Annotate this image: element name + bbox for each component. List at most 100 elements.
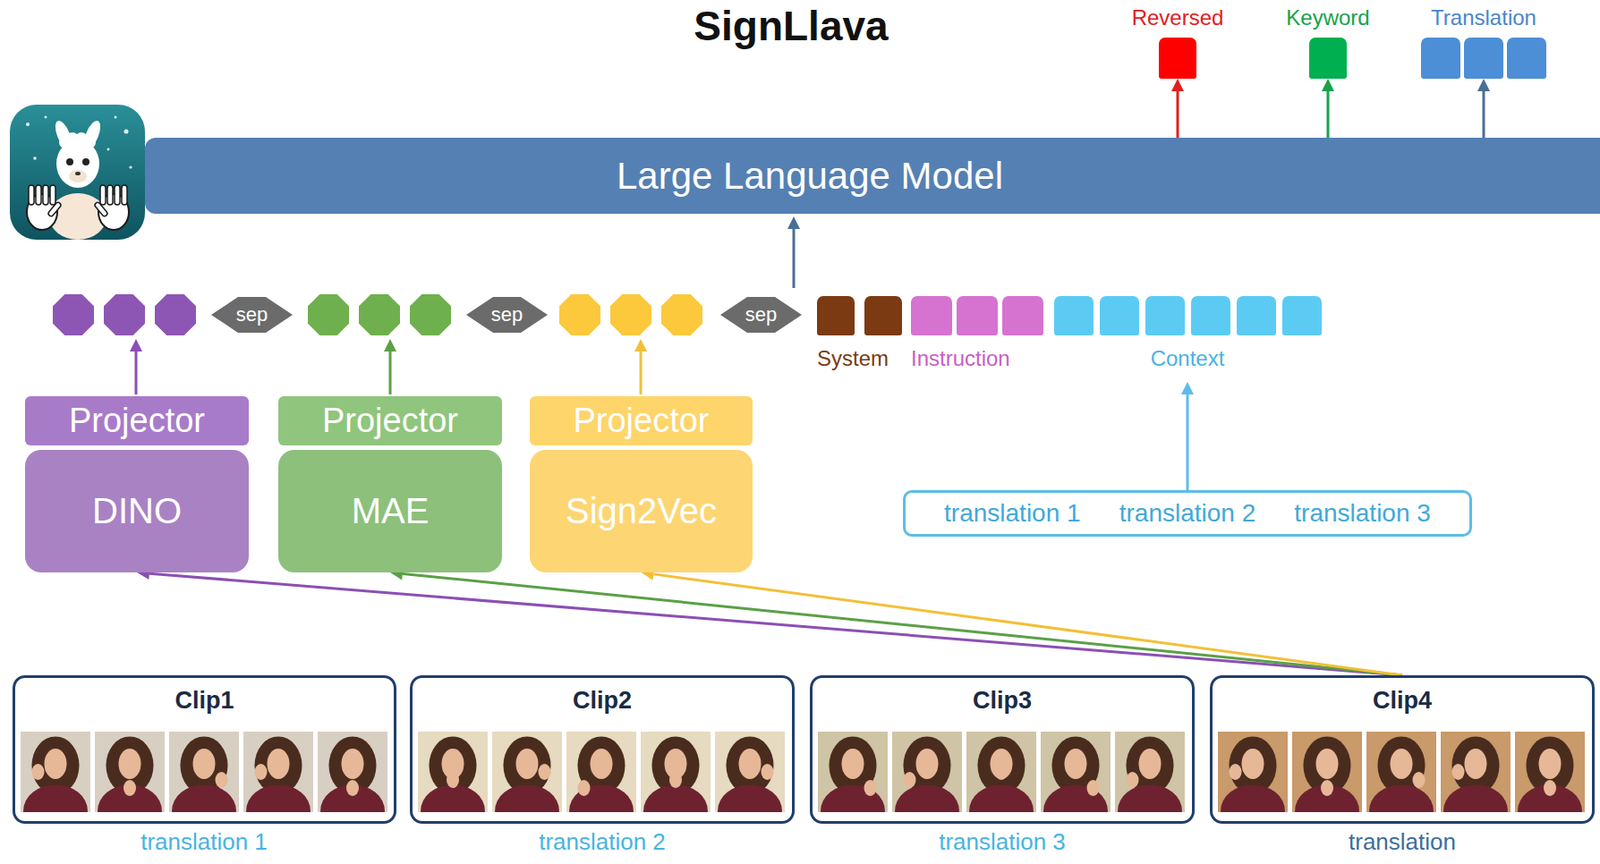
video-frame	[417, 731, 488, 813]
clip-title: Clip2	[572, 687, 632, 715]
output-square	[1421, 37, 1461, 79]
token-group-label: System	[817, 346, 889, 372]
separator-label: sep	[236, 303, 268, 327]
video-frame	[1366, 731, 1437, 813]
llm-band: Large Language Model	[144, 137, 1600, 214]
video-frame	[1292, 731, 1362, 813]
video-frame	[1114, 731, 1185, 813]
prompt-token	[910, 296, 953, 336]
output-token: Keyword	[1274, 5, 1382, 79]
video-clip: Clip1	[12, 675, 397, 825]
connector-line	[653, 574, 1403, 676]
video-frame	[243, 731, 314, 813]
arrow-head	[1321, 78, 1335, 92]
clip-title: Clip4	[1372, 687, 1432, 715]
logo-sparkle	[114, 116, 118, 120]
clip-translation: translation	[1348, 828, 1456, 857]
arrow-head	[1477, 78, 1490, 92]
projector-arrow-head	[129, 339, 143, 352]
prompt-token	[1054, 296, 1094, 336]
video-frame	[966, 731, 1037, 813]
output-square	[1506, 37, 1547, 79]
separator-label: sep	[745, 303, 777, 327]
separator-token: sep	[211, 297, 293, 333]
video-frame	[1440, 731, 1511, 813]
projector-arrow-line	[639, 351, 643, 395]
logo-sparkle	[44, 116, 48, 120]
feature-token	[154, 294, 196, 336]
video-frame	[169, 731, 239, 813]
video-frame	[20, 731, 91, 813]
feature-token	[559, 294, 601, 336]
context-box: translation 1translation 2translation 3	[902, 490, 1473, 537]
video-frame	[94, 731, 165, 813]
encoder-box: DINO	[25, 450, 249, 573]
prompt-tokens: Instruction	[910, 296, 1046, 375]
clip-translation: translation 3	[938, 828, 1066, 857]
llama-snout	[68, 170, 87, 183]
prompt-tokens: System	[817, 296, 907, 375]
feature-token	[52, 294, 94, 336]
feature-token	[103, 294, 145, 336]
logo-sparkle	[128, 165, 132, 169]
clip-translation: translation 2	[538, 828, 666, 857]
logo-sparkle	[124, 129, 129, 135]
prompt-token	[1145, 296, 1185, 336]
video-clip: Clip3	[809, 675, 1195, 825]
feature-token	[307, 294, 349, 336]
video-frame	[1514, 731, 1585, 813]
projector-box: Projector	[278, 396, 503, 446]
video-frame	[317, 731, 388, 813]
separator-label: sep	[491, 303, 523, 327]
video-frame	[892, 731, 962, 813]
encoder-box: Sign2Vec	[529, 450, 753, 573]
llama-body	[49, 193, 107, 240]
output-square	[1463, 37, 1504, 79]
projector-box: Projector	[529, 396, 753, 446]
video-clip: Clip2	[409, 675, 795, 825]
llama-eye	[82, 158, 90, 166]
input-arrow	[787, 216, 800, 289]
connector-arrow	[1171, 78, 1184, 138]
output-token: Translation	[1421, 5, 1547, 79]
connector-arrow	[1181, 382, 1194, 491]
projector-label: Projector	[572, 401, 709, 441]
connector-arrow	[390, 567, 1403, 676]
llama-fluff	[83, 136, 96, 149]
projector-arrow-head	[383, 339, 397, 352]
projector-label: Projector	[322, 401, 459, 441]
feature-token	[661, 294, 703, 336]
connector-arrow	[136, 567, 1403, 676]
separator-token: sep	[720, 297, 802, 333]
prompt-token	[956, 296, 998, 336]
prompt-token	[1099, 296, 1140, 336]
llama-hand	[26, 185, 62, 230]
video-frame	[1217, 731, 1288, 813]
video-frame	[1040, 731, 1111, 813]
video-frame	[640, 731, 711, 813]
prompt-token-row	[817, 296, 903, 336]
context-translation: translation 2	[1119, 499, 1257, 528]
llm-label: Large Language Model	[616, 154, 1004, 198]
input-arrow-head	[787, 216, 800, 230]
connector-line	[1327, 91, 1330, 138]
output-square-row	[1421, 37, 1547, 79]
projector-arrow	[383, 339, 397, 395]
feature-token	[358, 294, 400, 336]
output-label: Reversed	[1131, 5, 1225, 31]
video-frame	[492, 731, 562, 813]
prompt-token	[1002, 296, 1044, 336]
output-label: Keyword	[1285, 5, 1370, 31]
llama-logo	[9, 104, 145, 240]
projector-arrow-line	[389, 351, 392, 395]
connector-line	[1186, 394, 1190, 491]
logo-sparkle	[25, 122, 30, 127]
output-token: Reversed	[1119, 5, 1236, 79]
video-frame	[566, 731, 637, 813]
token-group-label: Instruction	[910, 346, 1011, 372]
connector-line	[1176, 91, 1180, 138]
encoder-label: Sign2Vec	[565, 491, 717, 532]
connector-line	[1482, 91, 1486, 138]
logo-sparkle	[107, 148, 111, 152]
llama-hand	[93, 185, 129, 230]
